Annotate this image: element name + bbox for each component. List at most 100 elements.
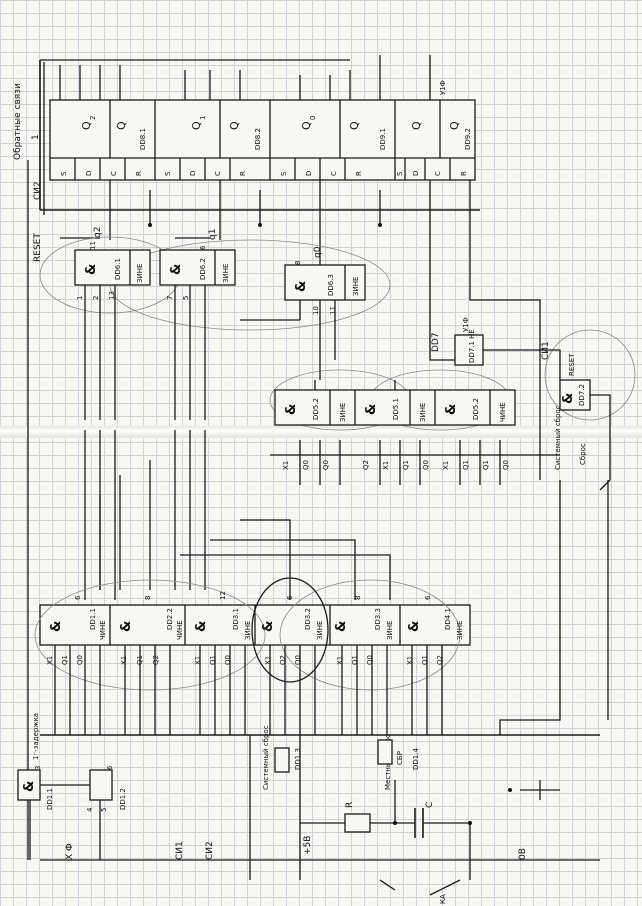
gate-input: X1 bbox=[120, 656, 128, 665]
mid-input-label: Q0 bbox=[422, 460, 430, 470]
pin: 5 bbox=[100, 808, 108, 812]
trigger-dd8-1: Q 2 Q DD8.1 S D C R bbox=[60, 116, 147, 176]
gate-input: Q2 bbox=[279, 655, 287, 665]
dd1-1-label: DD1.1 bbox=[46, 788, 54, 810]
y1f-top-label: У1Ф bbox=[439, 80, 447, 95]
trigger-outputs bbox=[60, 180, 541, 480]
gate-dd2-2: & DD2.2 ЧИНЕ 8 X1 Q1 Q2 bbox=[119, 596, 184, 735]
zero-v-label: 0В bbox=[518, 848, 528, 860]
trigger-s: S bbox=[164, 171, 172, 176]
dd7-label: DD7 bbox=[431, 332, 441, 352]
gate-input: Q1 bbox=[351, 655, 359, 665]
gate-name: DD6.1 bbox=[114, 258, 122, 280]
bottom-gate-row bbox=[34, 577, 471, 691]
trigger-q-index: 0 bbox=[309, 116, 317, 120]
gate-name: DD3.3 bbox=[374, 608, 382, 630]
gate-input: Q1 bbox=[421, 655, 429, 665]
pin: 4 bbox=[86, 807, 94, 812]
trigger-r: R bbox=[355, 171, 363, 176]
trigger-s: S bbox=[60, 171, 68, 176]
mid-input-label: X1 bbox=[282, 461, 290, 470]
gate-input: X1 bbox=[406, 656, 414, 665]
gate-name: DD3.1 bbox=[232, 608, 240, 630]
mid-input-label: Q0 bbox=[302, 460, 310, 470]
trigger-qbar-label: Q bbox=[448, 121, 461, 130]
gate-name: DD5.2 bbox=[472, 398, 480, 420]
gate-ampersand: & bbox=[84, 264, 99, 275]
gate-name: DD3.2 bbox=[304, 608, 312, 630]
y1f-small-label: У1Ф bbox=[462, 317, 470, 332]
gate-pin: 10 bbox=[312, 306, 320, 315]
trigger-dd9-1: Q 0 Q DD9.1 S D C R bbox=[280, 116, 387, 176]
trigger-row-frame bbox=[49, 99, 476, 181]
trigger-d: D bbox=[305, 171, 313, 176]
pin: 3 bbox=[34, 766, 42, 770]
gate-series: ЗИНЕ bbox=[316, 621, 324, 640]
gate-dd6-2: & DD6.2 ЗИНЕ 6 7 5 q1 bbox=[159, 229, 236, 420]
gate-ampersand: & bbox=[22, 781, 37, 792]
gate-pin: 6 bbox=[199, 245, 207, 250]
gate-ampersand: & bbox=[49, 621, 64, 632]
dd7-block: DD7 DD7.1 НЕ У1Ф СИ1 RESET DD7.2 & bbox=[431, 317, 611, 480]
trigger-dd8-2: Q 1 Q DD8.2 S D C R bbox=[164, 116, 262, 176]
gate-ampersand: & bbox=[561, 393, 576, 404]
gate-pin: 1 bbox=[76, 296, 84, 300]
gate-series: ЗИНЕ bbox=[456, 621, 464, 640]
gate-input: X1 bbox=[194, 656, 202, 665]
corner-text: КА bbox=[439, 894, 447, 904]
dd1-4-label: DD1.4 bbox=[412, 748, 420, 770]
trigger-r: R bbox=[239, 171, 247, 176]
gate-out-pin: 8 bbox=[354, 596, 362, 600]
gate-ampersand: & bbox=[284, 404, 299, 415]
system-reset-label: Системный сброс bbox=[262, 725, 270, 790]
gate-input: Q2 bbox=[152, 655, 160, 665]
mid-input-label: Q0 bbox=[322, 460, 330, 470]
gate-dd3-1: & DD3.1 ЗИНЕ 12 X1 Q1 Q0 bbox=[194, 591, 252, 735]
feedback-bus bbox=[27, 55, 480, 430]
gate-ampersand: & bbox=[169, 264, 184, 275]
gate-out-pin: 6 bbox=[74, 595, 82, 600]
trigger-q-label: Q bbox=[80, 121, 93, 130]
dd1-2-label: DD1.2 bbox=[119, 788, 127, 810]
gate-dd4-1: & DD4.1 ЗИНЕ 6 X1 Q1 Q2 bbox=[406, 595, 464, 735]
gate-ampersand: & bbox=[334, 621, 349, 632]
system-reset-side: Системный сброс bbox=[554, 405, 562, 470]
gate-pin: 11 bbox=[89, 241, 97, 250]
gate-input: X1 bbox=[336, 656, 344, 665]
gate-input: Q0 bbox=[76, 655, 84, 665]
dd7-inverter bbox=[454, 334, 484, 366]
xf-label: X Ф bbox=[65, 843, 75, 860]
gate-input: X1 bbox=[264, 656, 272, 665]
reset-short-label: СБР bbox=[396, 751, 404, 765]
trigger-d: D bbox=[85, 171, 93, 176]
trigger-qbar-label: Q bbox=[348, 121, 361, 130]
gate-out-pin: 6 bbox=[286, 595, 294, 600]
gate-pin: 13 bbox=[108, 291, 116, 300]
gate-ampersand: & bbox=[194, 621, 209, 632]
trigger-r: R bbox=[460, 171, 468, 176]
reset-label: RESET bbox=[33, 233, 43, 262]
gate-pin: 8 bbox=[294, 261, 302, 265]
trigger-q-label: Q bbox=[300, 121, 313, 130]
gate-group-outline bbox=[544, 329, 636, 421]
gate-dd6-1: & DD6.1 ЗИНЕ 11 1 2 13 q2 bbox=[74, 227, 151, 420]
reset-side: Сброс bbox=[579, 443, 587, 465]
gate-ampersand: & bbox=[261, 621, 276, 632]
dd7-2-gate bbox=[559, 379, 591, 411]
gate-pin: 11 bbox=[329, 306, 337, 315]
trigger-c: C bbox=[110, 171, 118, 176]
si2-label: СИ2 bbox=[205, 841, 215, 860]
trigger-name: DD8.2 bbox=[254, 128, 262, 150]
gate-output-label: q0 bbox=[313, 246, 323, 258]
trigger-d: D bbox=[412, 171, 420, 176]
dd7-2-label: DD7.2 bbox=[578, 384, 586, 406]
mid-input-label: Q1 bbox=[462, 460, 470, 470]
gate-series: ЗИНЕ bbox=[419, 403, 427, 422]
r-label: R bbox=[345, 802, 355, 808]
trigger-c: C bbox=[214, 171, 222, 176]
c-label: C bbox=[425, 802, 435, 808]
gate-output-label: q2 bbox=[93, 227, 103, 238]
trigger-r: R bbox=[135, 171, 143, 176]
trigger-name: DD9.1 bbox=[379, 128, 387, 150]
gate-series: ЗИНЕ bbox=[136, 264, 144, 283]
